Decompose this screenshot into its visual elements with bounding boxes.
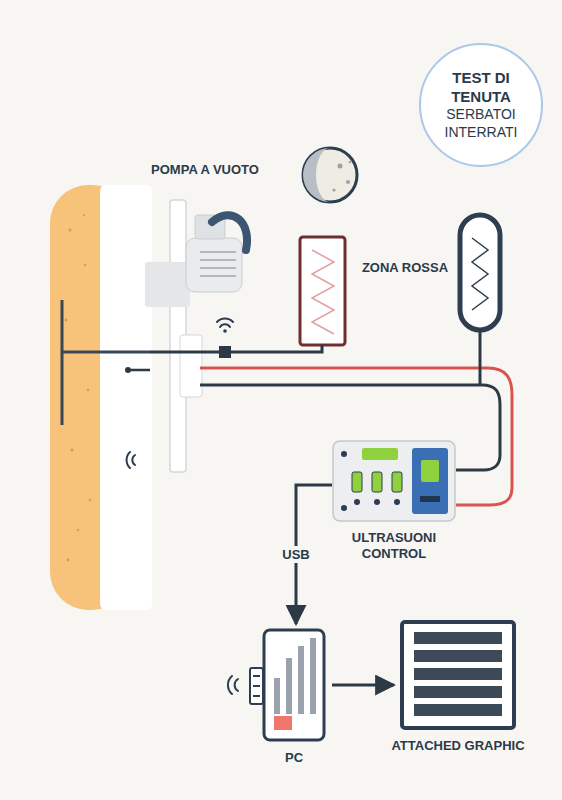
badge: TEST DI TENUTASERBATOI INTERRATI [418, 42, 544, 168]
pump-hose [212, 215, 247, 250]
badge-outline [418, 42, 544, 168]
screen-row [414, 686, 502, 698]
badge-shape: TEST DI TENUTASERBATOI INTERRATI [418, 42, 544, 168]
sensor-coil [472, 238, 488, 310]
zone-label: ZONA ROSSA [360, 260, 450, 276]
heater-coil [312, 250, 334, 334]
node-caption: PC [252, 750, 336, 766]
controller-unit: ULTRASUONI CONTROL [332, 440, 456, 561]
controller-unit-outline [332, 440, 456, 522]
pump-motor [186, 238, 242, 292]
pc-device: PC [262, 628, 326, 766]
badge-circle [420, 44, 542, 166]
soil-texture [65, 214, 92, 561]
motor-fins [200, 252, 236, 276]
pc-port [250, 668, 263, 704]
connector [332, 684, 394, 687]
sensor-wire [479, 330, 482, 385]
sensor-node [219, 346, 231, 358]
black-wire [150, 345, 322, 352]
sensor-capsule [460, 215, 500, 330]
screen-row [414, 632, 502, 644]
pc-device-outline [262, 628, 326, 742]
tank-wall [100, 185, 152, 610]
wifi-icon [217, 319, 233, 327]
badge-text: SERBATOI INTERRATI [431, 106, 531, 141]
node-caption: ULTRASUONI CONTROL [322, 530, 466, 561]
screen-row [414, 668, 502, 680]
graphic-screen-shape [400, 620, 516, 730]
node-caption: ATTACHED GRAPHIC [390, 738, 526, 754]
pc-indicator [274, 716, 292, 730]
screen-row [414, 704, 502, 716]
wifi-icon [127, 452, 135, 468]
part-label: POMPA A VUOTO [140, 162, 270, 178]
edge-label: USB [279, 546, 312, 563]
controller-panel [412, 448, 448, 514]
red-wire [200, 368, 512, 505]
junction-block [180, 335, 202, 397]
graphic-screen: ATTACHED GRAPHIC [400, 620, 516, 754]
pc-case [264, 630, 324, 740]
badge-text: TEST DI TENUTA [431, 69, 531, 107]
controller-housing [333, 441, 455, 521]
controller-unit-shape [332, 440, 456, 522]
wifi-icon [228, 676, 238, 694]
screen-frame [402, 622, 514, 728]
wire-stub [128, 369, 150, 372]
controller-buttons [341, 451, 402, 511]
pump-base [145, 262, 190, 307]
graphic-screen-outline [400, 620, 516, 730]
screen-row [414, 650, 502, 662]
moon-icon [303, 148, 357, 202]
pc-device-shape [262, 628, 326, 742]
moon-shade [303, 148, 330, 202]
heater-box [300, 237, 345, 345]
probe [62, 300, 150, 425]
